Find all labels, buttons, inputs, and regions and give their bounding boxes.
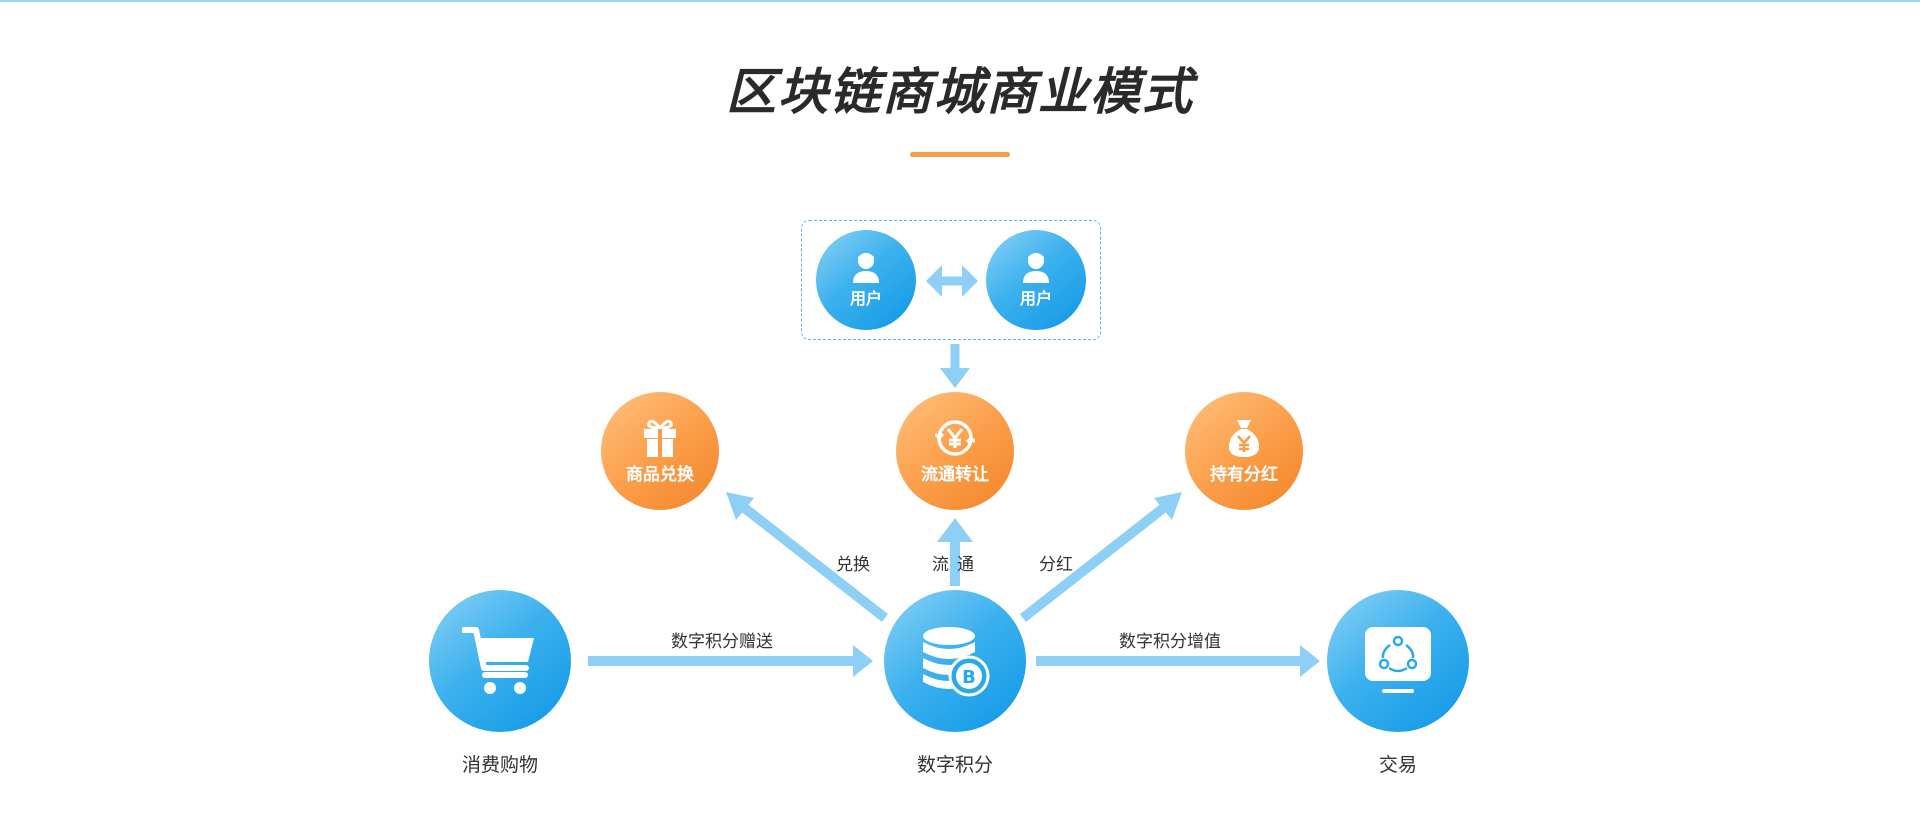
consumer-shopping-node [429, 590, 571, 732]
points-gift-arrow [588, 645, 873, 677]
user-swap-arrow [926, 265, 978, 297]
circulation-transfer-label: 流通转让 [921, 464, 989, 485]
page-title: 区块链商城商业模式 [726, 63, 1194, 121]
box-to-circulation-arrow [940, 344, 970, 388]
dividend-edge-label: 分红 [1039, 555, 1073, 575]
points-gift-edge-label: 数字积分赠送 [671, 632, 773, 652]
digital-points-node: B [884, 590, 1026, 732]
digital-points-label: 数字积分 [916, 754, 993, 776]
consumer-shopping-label: 消费购物 [461, 754, 538, 776]
holding-dividend-node: 持有分红 [1185, 392, 1303, 510]
gift-icon [644, 419, 676, 457]
monitor-share-icon [1365, 627, 1431, 693]
coin-stack-icon: B [923, 627, 990, 697]
trade-node [1327, 590, 1469, 732]
yen-exchange-icon [935, 419, 975, 456]
user-icon [853, 253, 879, 283]
exchange-arrow [726, 492, 889, 622]
users-group-box [801, 220, 1101, 340]
user-icon [1023, 253, 1049, 283]
goods-exchange-label: 商品兑换 [626, 464, 694, 485]
holding-dividend-label: 持有分红 [1210, 464, 1278, 485]
points-appreciation-arrow [1036, 645, 1320, 677]
dividend-arrow [1019, 492, 1182, 622]
money-bag-icon [1228, 419, 1260, 457]
circulation-edge-label: 流通 [932, 555, 982, 575]
circulation-transfer-node: 流通转让 [896, 392, 1014, 510]
user-node-right: 用户 [986, 230, 1086, 330]
exchange-edge-label: 兑换 [836, 555, 870, 575]
top-border [0, 0, 1920, 2]
user-label: 用户 [849, 289, 882, 308]
points-appreciation-edge-label: 数字积分增值 [1119, 632, 1221, 652]
goods-exchange-node: 商品兑换 [601, 392, 719, 510]
circulation-arrow [937, 518, 973, 586]
shopping-cart-icon [462, 627, 534, 694]
user-node-left: 用户 [816, 230, 916, 330]
title-underline [910, 152, 1010, 157]
user-label: 用户 [1019, 289, 1052, 308]
trade-label: 交易 [1378, 754, 1417, 776]
svg-text:B: B [962, 667, 976, 688]
